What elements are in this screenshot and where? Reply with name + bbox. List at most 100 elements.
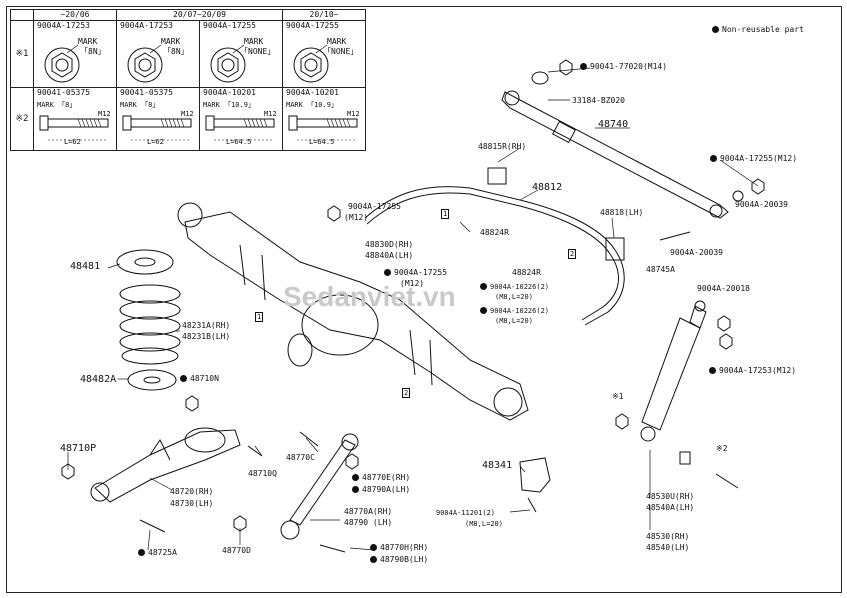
callout-48790A: 48790A(LH): [352, 485, 410, 494]
fastener-glyphs: [61, 59, 765, 553]
callout-48725A: 48725A: [138, 548, 177, 557]
callout-9004A-11201: 9004A-11201(2): [436, 509, 496, 517]
callout-48231B: 48231B(LH): [182, 332, 231, 341]
callout-9004A-10226-b: 9004A-10226(2): [480, 307, 549, 315]
rear-axle-housing: [177, 202, 529, 421]
bolt-cell-1: 90041-05375 MARK 「8」 M12 L=62: [33, 87, 117, 151]
callout-9004A-17255-mid-spec: (M12): [400, 279, 425, 288]
diagram-frame: [6, 6, 842, 593]
callout-9004A-10226-a-spec: (M8,L=20): [495, 293, 533, 301]
callout-48790B: 48790B(LH): [370, 555, 428, 564]
callout-9004A-17255-mid: 9004A-17255: [384, 268, 447, 277]
nut-cell-1: 9004A-17253 MARK 「8N」: [33, 20, 117, 88]
callout-48745A: 48745A: [646, 265, 675, 274]
callout-48840A: 48840A(LH): [365, 251, 414, 260]
flange-nut-icon: [210, 44, 246, 83]
non-reusable-dot-icon: [352, 486, 359, 493]
bolt-thread: M12: [347, 110, 360, 118]
watermark: Sedanviet.vn: [283, 281, 456, 312]
bolt-mark: MARK 「10.9」: [286, 101, 338, 109]
bolt-part-number: 9004A-10201: [286, 88, 339, 97]
nut-part-number: 9004A-17253: [37, 21, 90, 30]
callout-star-1a: 1: [441, 209, 450, 219]
callout-ref-1: ※1: [612, 392, 624, 401]
nut-cell-4: 9004A-17255 MARK 「NONE」: [282, 20, 366, 88]
star-box-icon: 1: [441, 209, 450, 219]
callout-48710N: 48710N: [180, 374, 219, 383]
callout-48770D: 48770D: [222, 546, 251, 555]
star-box-icon: 1: [255, 312, 264, 322]
non-reusable-dot-icon: [370, 544, 377, 551]
callout-48812: 48812: [532, 182, 563, 193]
callout-48540A: 48540A(LH): [646, 503, 695, 512]
callout-ref-2: ※2: [716, 444, 728, 453]
callout-48540: 48540(LH): [646, 543, 690, 552]
callout-48815R: 48815R(RH): [478, 142, 527, 151]
nut-part-number: 9004A-17253: [120, 21, 173, 30]
callout-48740: 48740: [598, 119, 629, 130]
callout-9004A-17253: 9004A-17253(M12): [709, 366, 796, 375]
callout-48710Q: 48710Q: [248, 469, 277, 478]
callout-9004A-11201-spec: (M8,L=20): [465, 520, 503, 528]
upper-control-arm: [280, 433, 359, 540]
legend-text: Non-reusable part: [722, 25, 804, 34]
bolt-part-number: 90041-05375: [37, 88, 90, 97]
callout-9004A-10226-b-spec: (M8,L=20): [495, 317, 533, 325]
row-mark-2: ※2: [10, 87, 34, 151]
bolt-length: L=62: [147, 138, 164, 146]
nut-mark-value: 「8N」: [80, 47, 106, 56]
callout-9004A-10226-a: 9004A-10226(2): [480, 283, 549, 291]
non-reusable-dot-icon: [480, 283, 487, 290]
callout-90041-77020: 90041-77020(M14): [580, 62, 667, 71]
non-reusable-dot-icon: [384, 269, 391, 276]
non-reusable-dot-icon: [352, 474, 359, 481]
bolt-mark: MARK 「8」: [120, 101, 160, 109]
flange-bolt-icon: [205, 115, 275, 141]
non-reusable-dot-icon: [580, 63, 587, 70]
callout-48530: 48530(RH): [646, 532, 690, 541]
nut-mark-label: MARK: [327, 37, 347, 46]
callout-48341: 48341: [482, 460, 513, 471]
bolt-part-number: 9004A-10201: [203, 88, 256, 97]
nut-mark-value: 「NONE」: [323, 47, 359, 56]
bolt-part-number: 90041-05375: [120, 88, 173, 97]
callout-9004A-20039-b: 9004A-20039: [670, 248, 723, 257]
flange-bolt-icon: [122, 115, 192, 141]
bolt-thread: M12: [98, 110, 111, 118]
callout-48770C: 48770C: [286, 453, 315, 462]
bolt-length: L=62: [64, 138, 81, 146]
stabilizer-bar: [364, 167, 625, 326]
nut-part-number: 9004A-17255: [286, 21, 339, 30]
flange-bolt-icon: [39, 115, 109, 141]
callout-48770A: 48770A(RH): [344, 507, 393, 516]
callout-48481: 48481: [70, 261, 101, 272]
nut-mark-value: 「8N」: [163, 47, 189, 56]
callout-48824R-a: 48824R: [480, 228, 509, 237]
non-reusable-dot-icon: [138, 549, 145, 556]
fastener-variant-table: ~20/06 20/07~20/09 20/10~ ※1 9004A-17253…: [10, 9, 366, 151]
star-box-icon: 2: [402, 388, 411, 398]
callout-48770E: 48770E(RH): [352, 473, 410, 482]
non-reusable-dot-icon: [480, 307, 487, 314]
callout-9004A-17255-top-spec: (M12): [344, 213, 369, 222]
shock-absorber: [640, 300, 707, 442]
bolt-cell-2: 90041-05375 MARK 「8」 M12 L=62: [116, 87, 200, 151]
callout-9004A-17255-top: 9004A-17255: [348, 202, 401, 211]
flange-nut-icon: [44, 44, 80, 83]
nut-part-number: 9004A-17255: [203, 21, 256, 30]
callout-9004A-20018: 9004A-20018: [697, 284, 750, 293]
non-reusable-dot-icon: [712, 26, 719, 33]
star-box-icon: 2: [568, 249, 577, 259]
lower-control-arm: [90, 427, 241, 503]
bolt-length: L=64.5: [309, 138, 335, 146]
nut-mark-label: MARK: [244, 37, 264, 46]
flange-nut-icon: [293, 44, 329, 83]
callout-star-2b: 2: [402, 388, 411, 398]
nut-mark-label: MARK: [161, 37, 181, 46]
non-reusable-dot-icon: [180, 375, 187, 382]
non-reusable-dot-icon: [709, 367, 716, 374]
legend: Non-reusable part: [712, 25, 804, 34]
bolt-mark: MARK 「10.9」: [203, 101, 255, 109]
lateral-control-rod: [501, 71, 729, 219]
